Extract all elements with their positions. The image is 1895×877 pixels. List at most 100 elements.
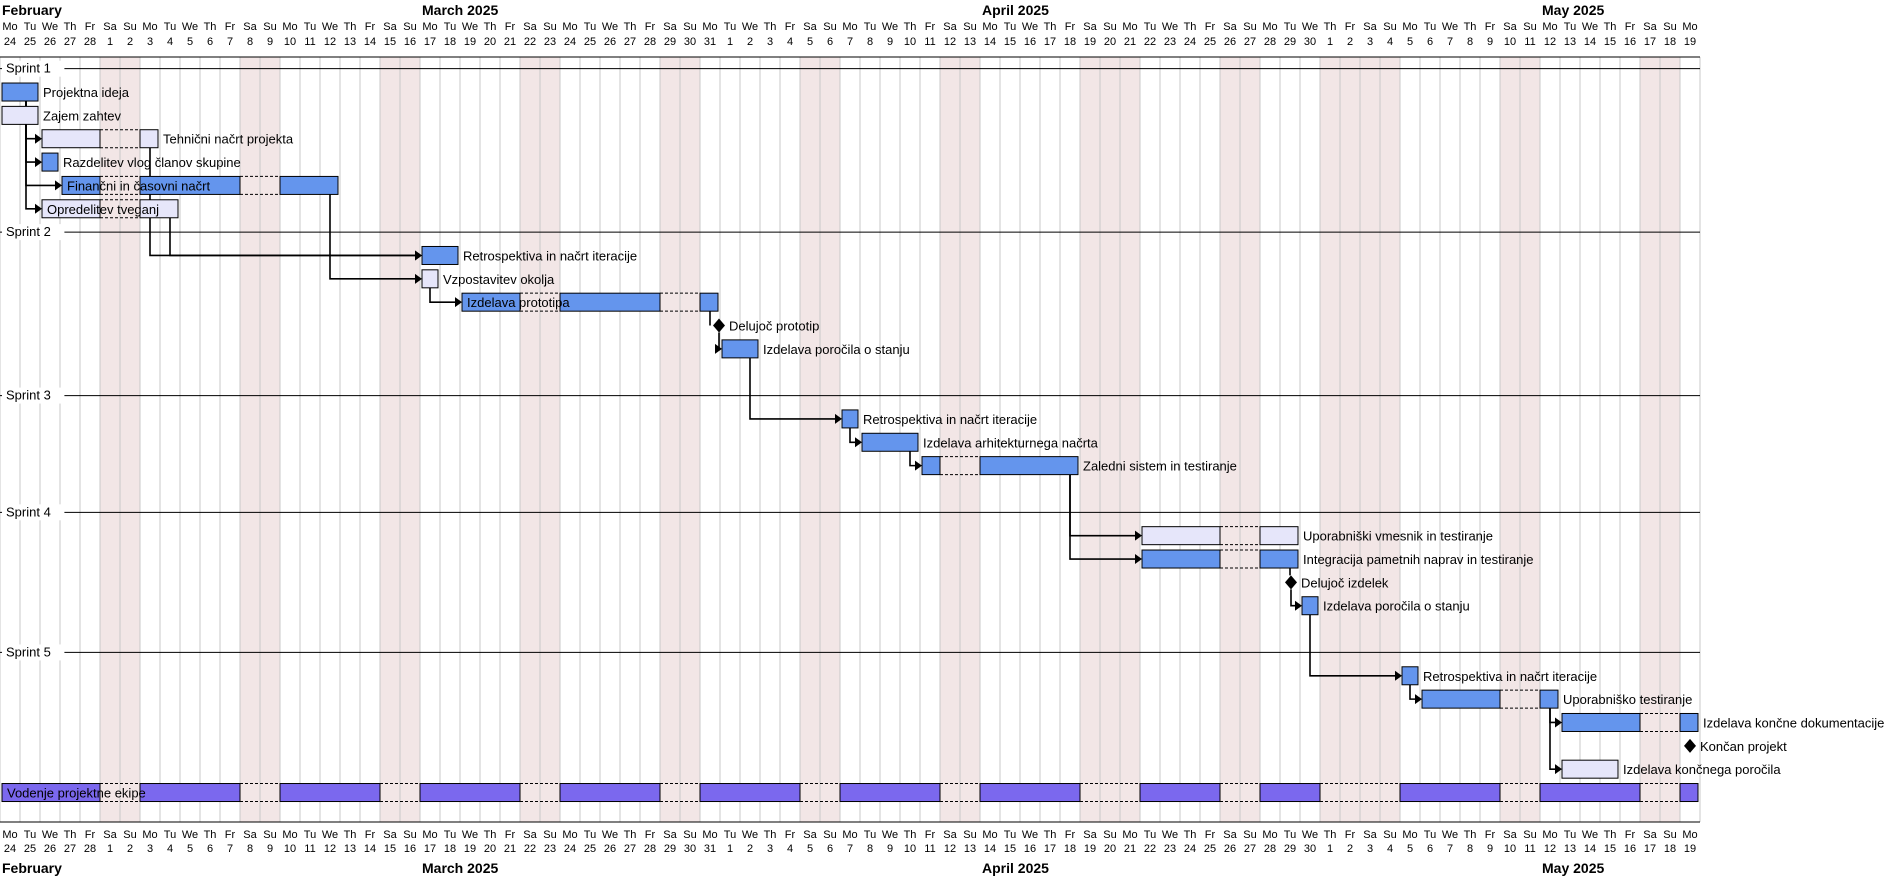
weekday-label: Th <box>904 21 917 33</box>
task-bar-segment[interactable] <box>979 783 1081 803</box>
task-bar-segment[interactable] <box>559 292 661 312</box>
day-number-label: 21 <box>504 843 516 855</box>
weekday-label: Fr <box>505 829 516 841</box>
weekday-label: Fr <box>1485 829 1496 841</box>
task-bar-segment[interactable] <box>461 292 521 312</box>
task-bar-segment[interactable] <box>1301 596 1319 616</box>
task-bar-segment[interactable] <box>1539 783 1641 803</box>
dependency-line <box>169 217 417 257</box>
day-number-label: 26 <box>1224 843 1236 855</box>
task-label: Uporabniški vmesnik in testiranje <box>1303 529 1493 544</box>
task-bar-segment[interactable] <box>1259 783 1321 803</box>
dependency-arrowhead <box>35 157 42 168</box>
sprint-label: Sprint 5 <box>6 644 51 659</box>
task-bar-segment[interactable] <box>139 199 179 219</box>
weekday-label: We <box>462 829 478 841</box>
task-bar-segment[interactable] <box>1259 549 1299 569</box>
day-number-label: 3 <box>1367 843 1373 855</box>
task-bar-segment[interactable] <box>1 105 39 125</box>
weekday-label: Tu <box>24 829 36 841</box>
task-bar-segment[interactable] <box>419 783 521 803</box>
weekday-label: Tu <box>1004 21 1016 33</box>
dependency-arrowhead <box>1135 554 1142 565</box>
task-bar-segment[interactable] <box>1561 759 1619 779</box>
weekday-label: Mo <box>1682 829 1697 841</box>
task-bar-segment[interactable] <box>699 783 801 803</box>
task-bar-segment[interactable] <box>421 269 439 289</box>
day-number-label: 6 <box>207 36 213 48</box>
task-bar-segment[interactable] <box>861 432 919 452</box>
task-bar-segment[interactable] <box>979 456 1079 476</box>
task-bar-segment[interactable] <box>1 783 101 803</box>
task-bar-segment[interactable] <box>1399 783 1501 803</box>
weekend-day-shade <box>1340 57 1360 822</box>
task-bar-segment[interactable] <box>721 339 759 359</box>
weekday-label: Tu <box>864 21 876 33</box>
month-label: March 2025 <box>422 860 498 876</box>
weekday-label: Mo <box>1262 21 1277 33</box>
task-bar-segment[interactable] <box>41 152 59 172</box>
day-number-label: 5 <box>807 36 813 48</box>
task-bar-segment[interactable] <box>41 199 101 219</box>
task-bar-segment[interactable] <box>1679 712 1699 732</box>
task-bar-segment[interactable] <box>699 292 719 312</box>
weekday-label: Sa <box>1643 829 1657 841</box>
task-bar-segment[interactable] <box>1401 666 1419 686</box>
day-number-label: 28 <box>644 36 656 48</box>
task-bar-segment[interactable] <box>559 783 661 803</box>
day-number-label: 18 <box>1064 36 1076 48</box>
task-bar-segment[interactable] <box>841 409 859 429</box>
day-number-label: 11 <box>1524 843 1535 855</box>
weekend-day-shade <box>1360 57 1380 822</box>
day-number-label: 9 <box>887 36 893 48</box>
day-number-label: 26 <box>44 36 56 48</box>
task-bar-segment[interactable] <box>61 175 101 195</box>
day-number-label: 17 <box>1044 843 1056 855</box>
task-bar-segment[interactable] <box>1259 526 1299 546</box>
task-bar-segment[interactable] <box>921 456 941 476</box>
task-label: Tehnični načrt projekta <box>163 132 294 147</box>
weekday-label: We <box>882 829 898 841</box>
day-number-label: 27 <box>64 843 76 855</box>
milestone-diamond[interactable] <box>1684 738 1696 753</box>
task-bar-segment[interactable] <box>1679 783 1699 803</box>
day-number-label: 5 <box>807 843 813 855</box>
task-bar-segment[interactable] <box>139 783 241 803</box>
task-bar-segment[interactable] <box>41 129 101 149</box>
task-bar-segment[interactable] <box>1139 783 1221 803</box>
month-label: February <box>2 860 62 876</box>
task-bar-segment[interactable] <box>139 129 159 149</box>
milestone-diamond[interactable] <box>1285 575 1297 590</box>
month-label: May 2025 <box>1542 860 1604 876</box>
task-bar-segment[interactable] <box>139 175 241 195</box>
day-number-label: 13 <box>1564 843 1576 855</box>
weekday-label: Sa <box>803 21 817 33</box>
milestone-label: Končan projekt <box>1700 739 1787 754</box>
weekend-day-shade <box>1240 57 1260 822</box>
task-label: Zaledni sistem in testiranje <box>1083 459 1237 474</box>
task-bar-segment[interactable] <box>1421 689 1501 709</box>
day-number-label: 20 <box>1104 843 1116 855</box>
task-label: Izdelava končne dokumentacije <box>1703 715 1884 730</box>
task-bar-segment[interactable] <box>1141 526 1221 546</box>
task-bar-segment[interactable] <box>1561 712 1641 732</box>
day-number-label: 12 <box>944 36 956 48</box>
task-bar-segment[interactable] <box>279 175 339 195</box>
day-number-label: 9 <box>267 36 273 48</box>
dependency-arrowhead <box>1555 717 1562 728</box>
task-bar-segment[interactable] <box>1 82 39 102</box>
task-bar-segment[interactable] <box>279 783 381 803</box>
day-number-label: 9 <box>1487 36 1493 48</box>
task-bar-segment[interactable] <box>421 245 459 265</box>
task-bar-segment[interactable] <box>839 783 941 803</box>
task-label: Retrospektiva in načrt iteracije <box>463 248 637 263</box>
day-number-label: 27 <box>1244 36 1256 48</box>
task-bar-segment[interactable] <box>1539 689 1559 709</box>
weekday-label: Su <box>1103 829 1116 841</box>
task-bar-segment[interactable] <box>1141 549 1221 569</box>
day-number-label: 27 <box>624 36 636 48</box>
milestone-diamond[interactable] <box>713 318 725 333</box>
dependency-line <box>25 101 37 210</box>
weekday-label: Su <box>683 21 696 33</box>
